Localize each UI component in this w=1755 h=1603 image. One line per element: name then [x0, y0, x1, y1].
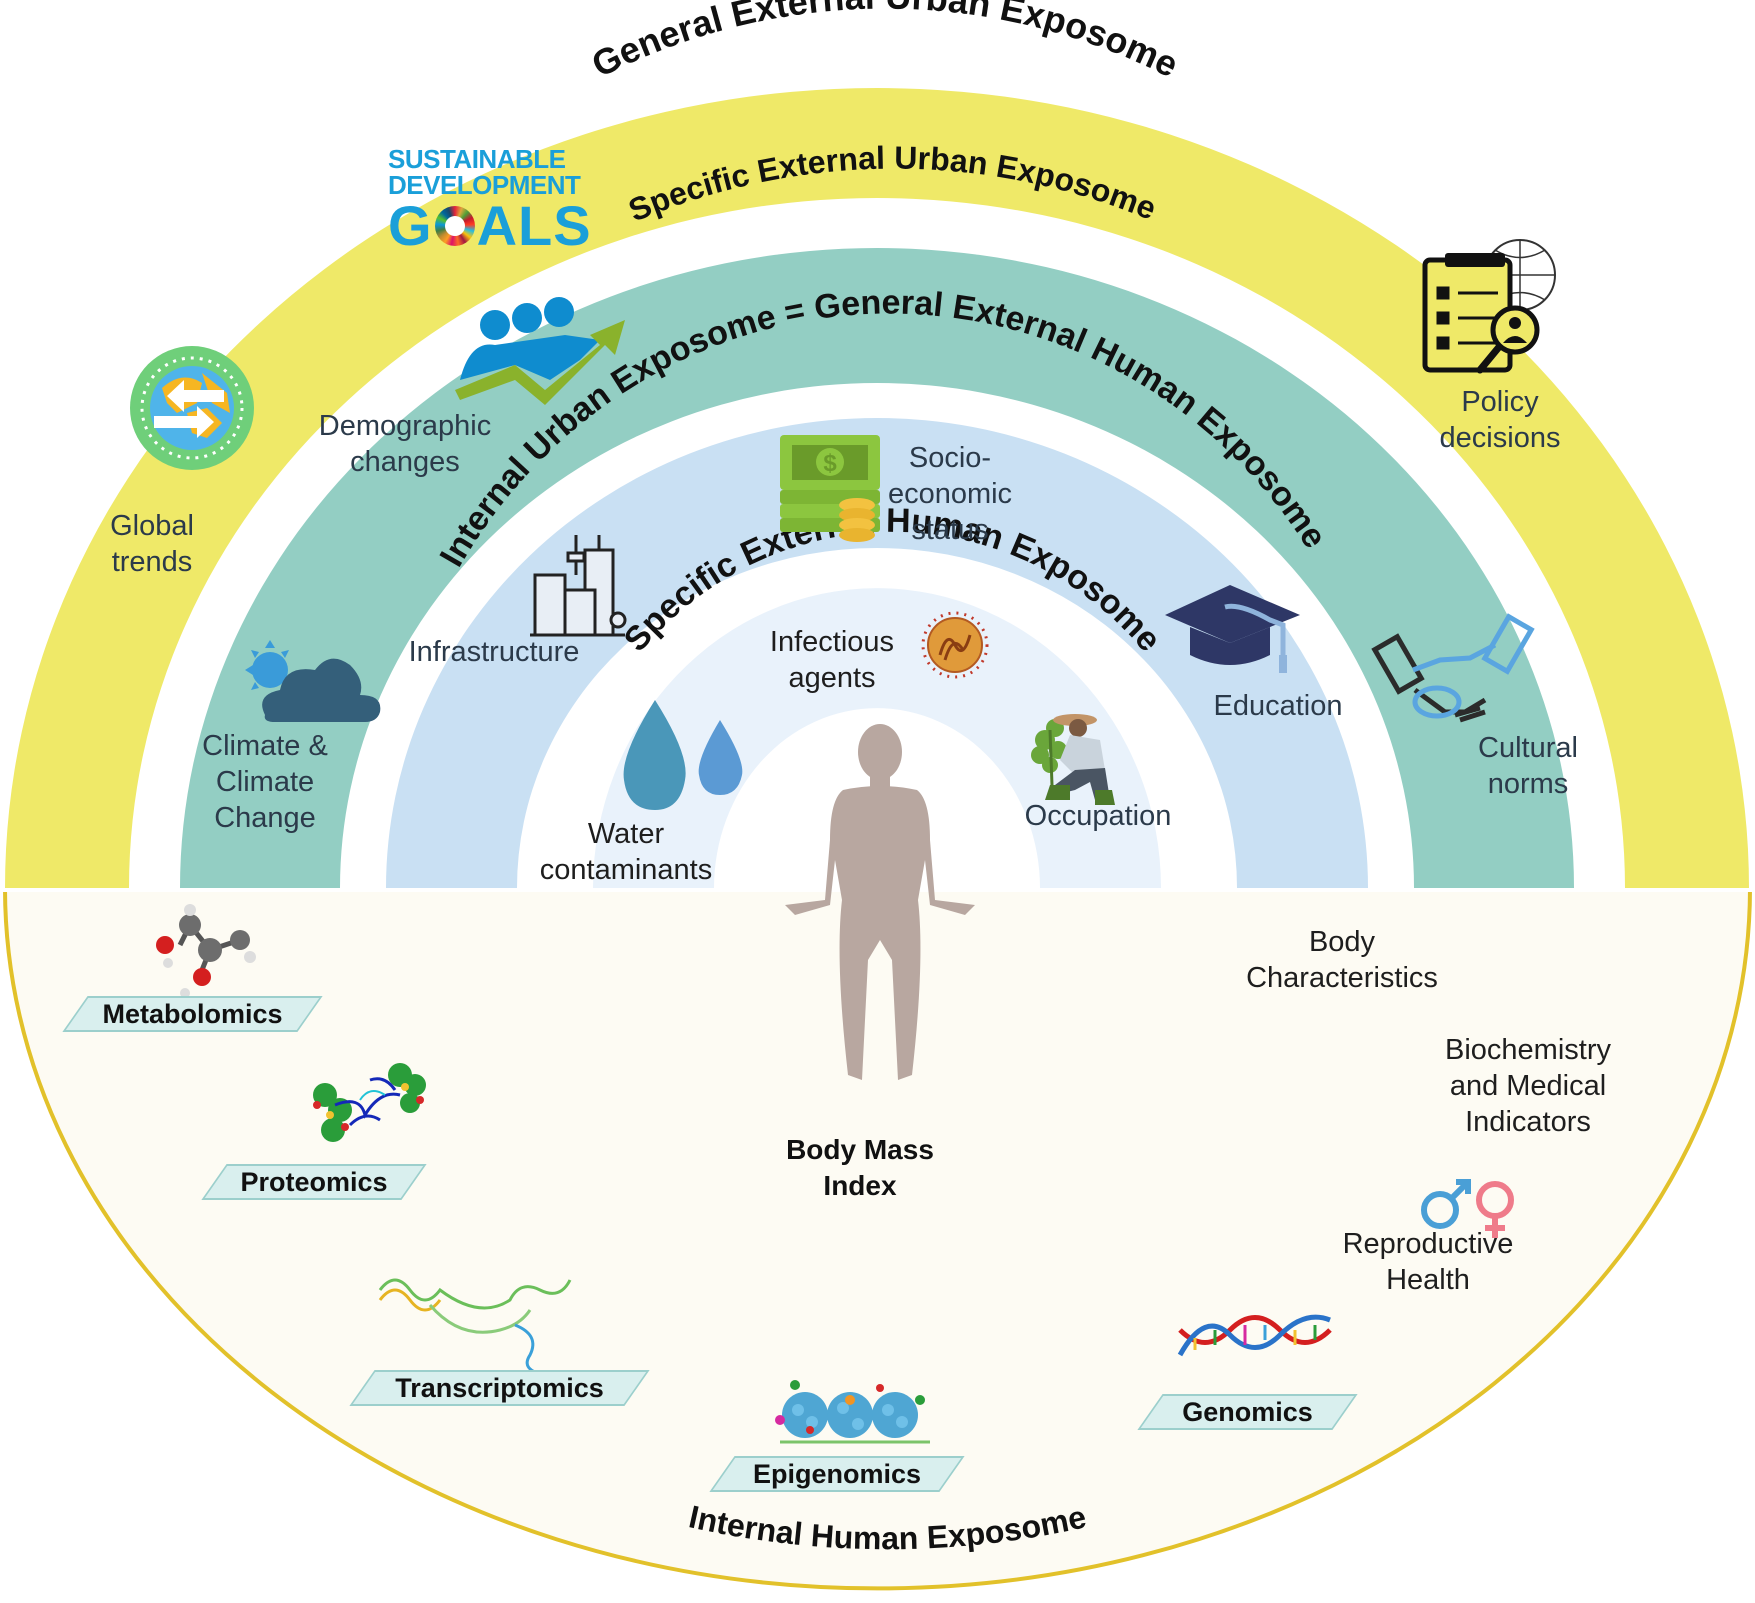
omics-tag-transcriptomics: Transcriptomics — [349, 1370, 650, 1406]
city-buildings-icon — [530, 535, 627, 637]
demographic-growth-icon — [455, 297, 625, 405]
handshake-icon — [1371, 613, 1535, 723]
dna-icon — [1177, 1314, 1332, 1357]
omics-tag-metabolomics: Metabolomics — [62, 996, 323, 1032]
omics-tag-genomics: Genomics — [1137, 1394, 1358, 1430]
sdg-wheel-icon — [434, 206, 475, 246]
title-general-external-urban: General External Urban Exposome — [585, 0, 1185, 85]
gender-symbols-icon — [1421, 1179, 1514, 1238]
globe-arrows-icon — [130, 346, 254, 470]
sdg-logo: SUSTAINABLE DEVELOPMENT G ALS — [388, 146, 592, 254]
svg-text:$: $ — [823, 450, 837, 477]
sdg-line-3: G ALS — [388, 198, 592, 254]
label-infrastructure: Infrastructure — [408, 636, 580, 668]
sdg-g-letter: G — [388, 194, 433, 257]
molecule-icon — [156, 904, 256, 998]
omics-tag-epigenomics: Epigenomics — [709, 1456, 965, 1492]
label-occupation: Occupation — [1024, 800, 1172, 832]
graduation-cap-icon — [1165, 585, 1300, 673]
water-drops-icon — [623, 700, 743, 810]
nucleosome-icon — [775, 1380, 930, 1444]
ring-specific-external-urban — [180, 248, 1574, 888]
money-stack-icon: $ — [780, 435, 880, 542]
omics-tag-proteomics: Proteomics — [201, 1164, 427, 1200]
sdg-line-1: SUSTAINABLE — [388, 144, 566, 174]
virus-icon — [921, 611, 989, 679]
label-education: Education — [1213, 690, 1343, 722]
sdg-line-2: DEVELOPMENT — [388, 170, 581, 200]
sun-cloud-icon — [245, 640, 381, 722]
sdg-als-letters: ALS — [476, 194, 592, 257]
ring-general-external-urban — [5, 88, 1749, 888]
ring-internal-urban — [386, 418, 1368, 888]
ring-specific-external-human — [593, 588, 1161, 888]
policy-checklist-icon — [1422, 239, 1556, 374]
protein-icon — [313, 1063, 426, 1142]
farmer-icon — [1031, 714, 1115, 805]
human-body-figure — [785, 724, 975, 1080]
